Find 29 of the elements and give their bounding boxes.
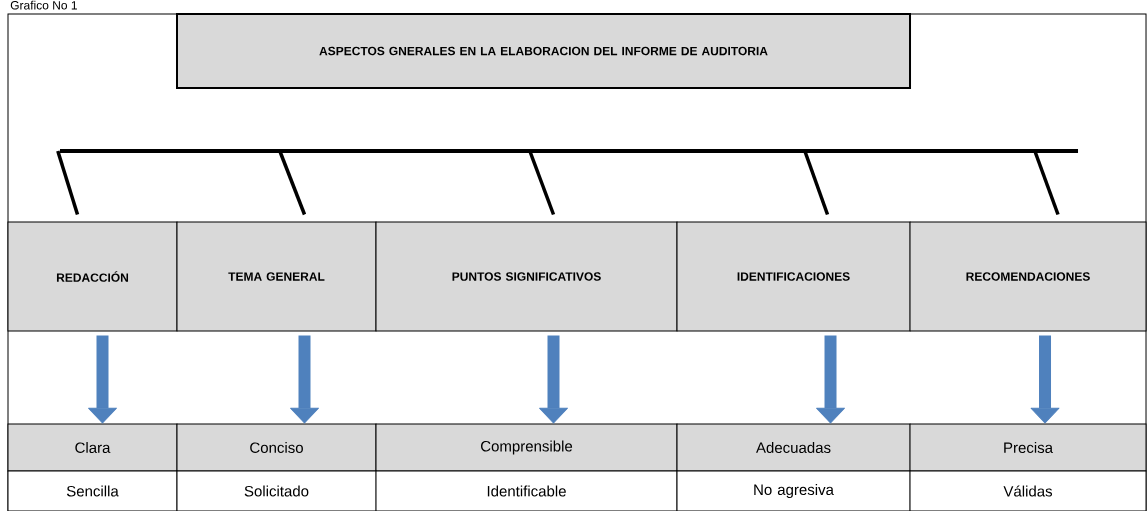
block-arrow bbox=[1030, 335, 1060, 424]
branch-line bbox=[278, 150, 307, 216]
header-cell: PUNTOS SIGNIFICATIVOS bbox=[375, 221, 678, 332]
block-arrow bbox=[290, 335, 319, 424]
branch-line bbox=[56, 150, 80, 215]
node-label: Identificable bbox=[487, 485, 566, 497]
table-cell: Solicitado bbox=[176, 470, 377, 511]
branch-line bbox=[528, 150, 556, 216]
table-cell: Comprensible bbox=[375, 423, 678, 472]
table-cell: Conciso bbox=[176, 423, 377, 472]
block-arrow bbox=[88, 335, 117, 424]
block-arrow bbox=[539, 335, 568, 424]
table-cell: Adecuadas bbox=[676, 423, 911, 472]
table-cell: Clara bbox=[7, 423, 178, 472]
title-box: ASPECTOS GNERALES EN LA ELABORACION DEL INFORME DE AUDITORIA bbox=[176, 13, 911, 89]
block-arrow bbox=[816, 335, 845, 424]
header-cell: REDACCIÓN bbox=[7, 221, 178, 332]
table-cell: Válidas bbox=[909, 470, 1147, 511]
node-label: Sencilla bbox=[66, 485, 119, 497]
header-cell: RECOMENDACIONES bbox=[909, 221, 1147, 332]
table-cell: Identificable bbox=[375, 470, 678, 511]
header-cell: IDENTIFICACIONES bbox=[676, 221, 911, 332]
header-cell: TEMA GENERAL bbox=[176, 221, 377, 332]
table-cell: No agresiva bbox=[676, 470, 911, 511]
table-cell: Precisa bbox=[909, 423, 1147, 472]
branch-line bbox=[803, 150, 830, 216]
caption-text: Grafico No 1 bbox=[10, 0, 77, 10]
table-cell: Sencilla bbox=[7, 470, 178, 511]
branch-line bbox=[1033, 150, 1060, 216]
